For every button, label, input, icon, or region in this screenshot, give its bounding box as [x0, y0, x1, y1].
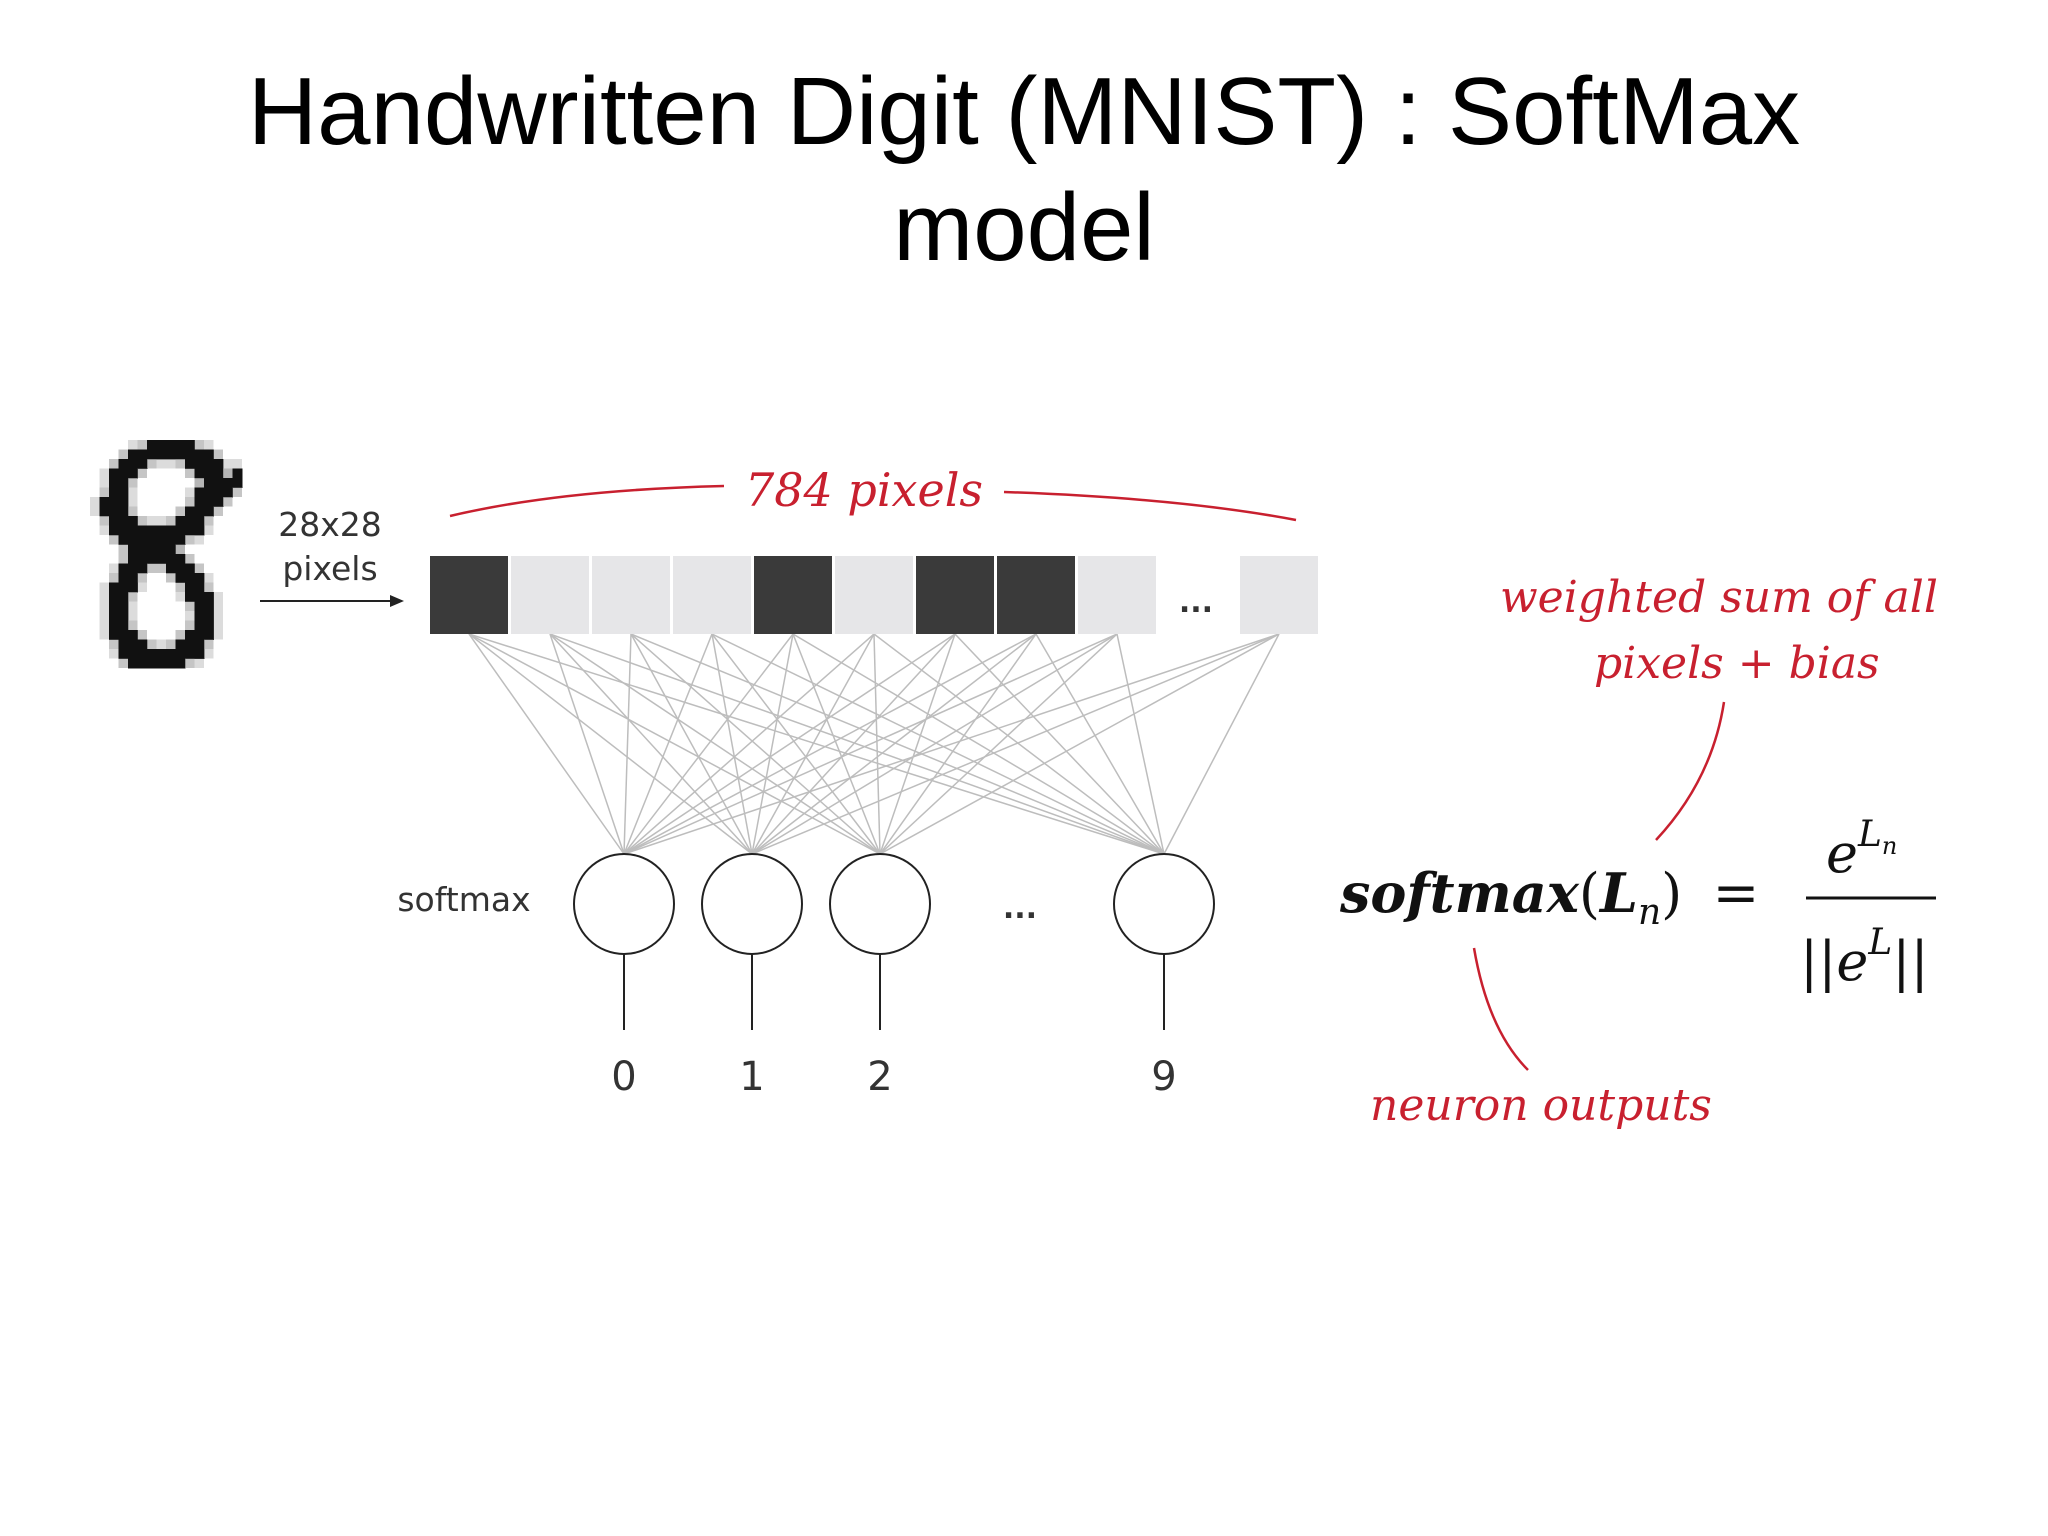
edge-3-1: [711, 633, 753, 855]
output-label-9: 9: [1151, 1054, 1176, 1100]
edge-3-2: [711, 633, 881, 855]
pixel-cell-7: [997, 556, 1075, 634]
output-label-2: 2: [867, 1054, 892, 1100]
pixel-cell-4: [754, 556, 832, 634]
edge-2-0: [623, 633, 632, 855]
pixel-cell-5: [835, 556, 913, 634]
edge-7-1: [751, 633, 1037, 855]
svg-text:eLn: eLn: [1826, 814, 1897, 885]
edge-4-1: [751, 633, 794, 855]
pixel-count-annotation: 784 pixels: [745, 463, 983, 517]
pixel-cell-3: [673, 556, 751, 634]
softmax-formula: softmax(Ln) = eLn ||eL||: [1339, 814, 1936, 993]
edge-5-3: [873, 633, 1165, 855]
pixel-count-bracket: [449, 484, 1297, 522]
input-pixels-label: pixels: [282, 549, 377, 588]
edge-5-1: [751, 633, 875, 855]
formula-numerator-exponent-subscript: n: [1882, 832, 1897, 860]
handwritten-digit-image: [90, 440, 243, 669]
formula-numerator-base: e: [1826, 822, 1858, 885]
softmax-layer-label: softmax: [397, 880, 530, 919]
edge-4-3: [792, 633, 1165, 855]
input-size-label: 28x28: [278, 505, 382, 544]
edge-9-3: [1163, 633, 1280, 855]
pixel-cell-8: [1078, 556, 1156, 634]
neuron-outputs-pointer: [1472, 947, 1529, 1071]
pixel-cell-0: [430, 556, 508, 634]
edge-8-3: [1116, 633, 1165, 855]
edge-4-2: [792, 633, 881, 855]
neuron-0: [573, 853, 675, 955]
weighted-sum-annotation-line-2: pixels + bias: [1594, 638, 1880, 689]
edge-8-1: [751, 633, 1118, 855]
edge-7-2: [879, 633, 1037, 855]
edge-5-2: [873, 633, 881, 855]
pixel-cell-9: [1240, 556, 1318, 634]
formula-function: softmax: [1339, 861, 1580, 925]
pixel-row-ellipsis: ...: [1179, 585, 1213, 620]
formula-denominator-left-bars: ||: [1800, 930, 1836, 993]
pixel-cell-1: [511, 556, 589, 634]
edge-2-3: [630, 633, 1165, 855]
formula-argument-subscript: n: [1638, 892, 1661, 933]
edge-9-2: [879, 633, 1280, 855]
weighted-sum-annotation-line-1: weighted sum of all: [1500, 572, 1938, 623]
svg-text:softmax(Ln): softmax(Ln): [1339, 861, 1682, 933]
neuron-1: [701, 853, 803, 955]
formula-equals: =: [1713, 861, 1760, 926]
edge-0-0: [468, 633, 625, 855]
network-edges: [468, 633, 1280, 855]
formula-numerator-exponent: L: [1857, 814, 1882, 855]
neuron-3: [1113, 853, 1215, 955]
edge-1-1: [549, 633, 753, 855]
neuron-2: [829, 853, 931, 955]
edge-8-2: [879, 633, 1118, 855]
pixel-cell-2: [592, 556, 670, 634]
formula-denominator-exponent: L: [1867, 922, 1892, 963]
weighted-sum-pointer: [1655, 701, 1726, 841]
pixel-cell-6: [916, 556, 994, 634]
slide-title-line-1: Handwritten Digit (MNIST) : SoftMax: [247, 58, 1801, 165]
edge-5-0: [623, 633, 875, 855]
pixel-row: [430, 556, 1318, 634]
edge-1-0: [549, 633, 625, 855]
formula-denominator-right-bars: ||: [1892, 930, 1928, 993]
edge-4-0: [623, 633, 794, 855]
edge-8-0: [623, 633, 1118, 855]
edge-1-2: [549, 633, 881, 855]
output-label-0: 0: [611, 1054, 636, 1100]
input-arrow: [260, 595, 404, 607]
edge-7-0: [623, 633, 1037, 855]
softmax-neurons: [573, 853, 1215, 1030]
edge-6-2: [879, 633, 956, 855]
edge-7-3: [1035, 633, 1165, 855]
formula-argument: L: [1598, 861, 1638, 925]
svg-text:||eL||: ||eL||: [1800, 922, 1929, 993]
neuron-outputs-annotation: neuron outputs: [1370, 1080, 1712, 1131]
edge-9-0: [623, 633, 1280, 855]
edge-6-1: [751, 633, 956, 855]
formula-denominator-base: e: [1836, 930, 1868, 993]
edge-1-3: [549, 633, 1165, 855]
neuron-ellipsis: ...: [1003, 891, 1037, 926]
edge-3-3: [711, 633, 1165, 855]
edge-6-0: [623, 633, 956, 855]
slide-title-line-2: model: [893, 174, 1155, 281]
edge-0-3: [468, 633, 1165, 855]
edge-3-0: [623, 633, 713, 855]
edge-9-1: [751, 633, 1280, 855]
output-label-1: 1: [739, 1054, 764, 1100]
